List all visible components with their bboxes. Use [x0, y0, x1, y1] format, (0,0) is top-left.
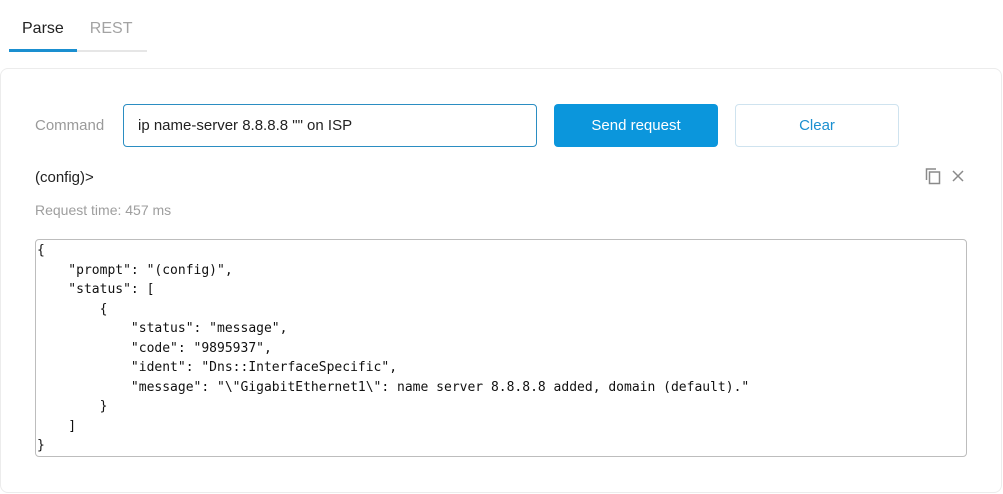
clear-button[interactable]: Clear	[735, 104, 899, 147]
close-icon[interactable]	[948, 166, 968, 186]
send-request-button[interactable]: Send request	[554, 104, 718, 147]
request-time: Request time: 457 ms	[35, 202, 172, 218]
tab-bar: Parse REST	[9, 12, 147, 52]
response-output[interactable]: { "prompt": "(config)", "status": [ { "s…	[35, 239, 967, 457]
command-input[interactable]	[123, 104, 537, 147]
tab-parse[interactable]: Parse	[9, 12, 77, 52]
tab-rest[interactable]: REST	[89, 20, 133, 37]
copy-icon[interactable]	[923, 166, 943, 186]
command-label: Command	[35, 117, 105, 134]
prompt-text: (config)>	[35, 169, 94, 186]
